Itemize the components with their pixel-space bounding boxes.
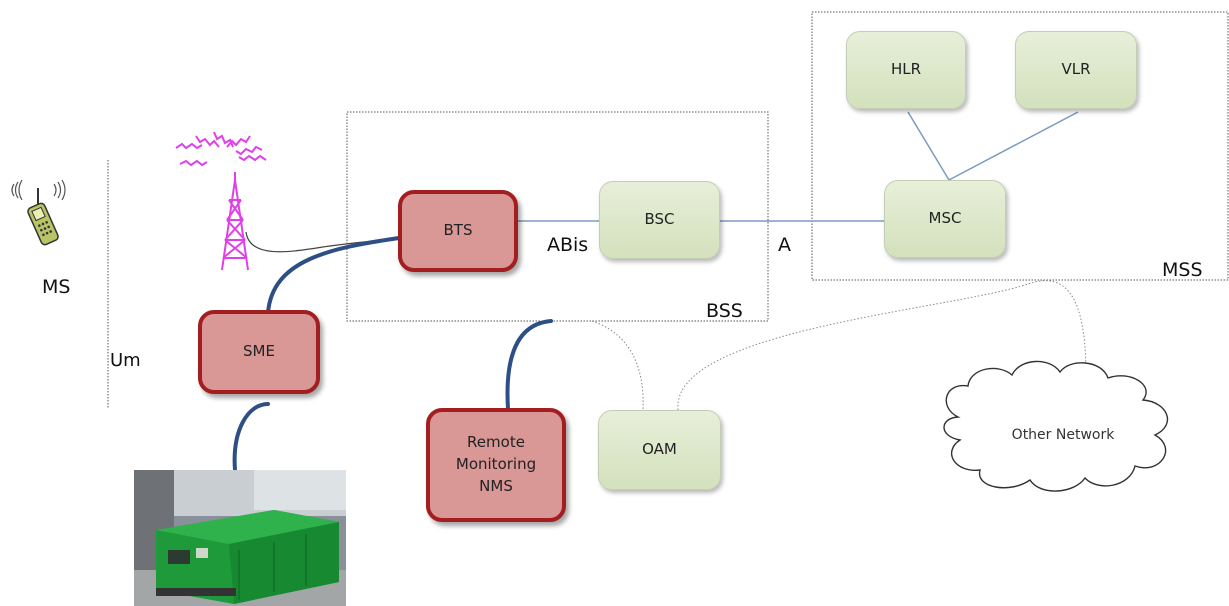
nms-label-line-1: Remote [467,433,525,452]
nms-label-line-3: NMS [479,476,513,495]
bss-boundary [346,111,769,322]
nms-label-line-2: Monitoring [455,455,537,474]
abis-interface-label: ABis [547,234,589,256]
a-interface-label: A [778,234,791,256]
um-interface-label: Um [110,350,141,371]
mobile-phone-icon [11,179,66,246]
generator-photo [134,470,346,606]
cloud-icon [943,360,1168,492]
sme-node: SME [198,310,320,394]
bsc-node: BSC [599,181,720,259]
link-hlr-msc [907,111,950,181]
hlr-node: HLR [846,31,966,109]
antenna-tower-icon [175,131,267,271]
link-generator-sme [232,402,270,472]
vlr-node: VLR [1015,31,1137,109]
ms-label: MS [42,276,71,298]
mss-boundary [811,11,1229,281]
link-bss-oam [591,320,644,411]
bss-label: BSS [706,300,743,322]
bts-node: BTS [398,190,518,272]
msc-node: MSC [884,180,1006,258]
nms-node: Remote Monitoring NMS [426,408,566,522]
link-nms-bss [505,319,553,411]
mss-label: MSS [1162,259,1203,281]
other-network-label: Other Network [1011,427,1115,443]
oam-node: OAM [598,410,721,490]
link-sme-bts [266,236,401,315]
link-vlr-msc [948,111,1079,181]
link-oam-other [677,280,1087,411]
